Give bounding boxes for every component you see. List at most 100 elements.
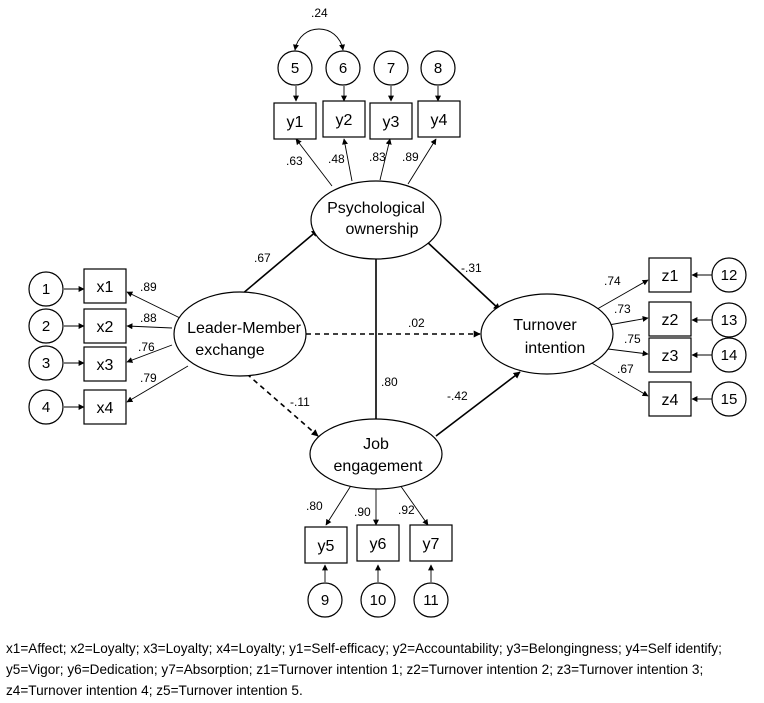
load-x4 [126,365,189,403]
error-label-4: 4 [42,399,50,416]
path-job-turn [435,371,521,437]
box-y6 [356,524,400,562]
indicator-labels: y1 y2 y3 y4 x1 x2 x3 x4 z1 z2 z3 z4 y5 y… [97,112,679,555]
error-label-11: 11 [423,592,439,609]
latent-label-psy-1: Psychological [327,200,425,217]
error-8 [420,50,456,86]
error-label-14: 14 [721,347,738,364]
coef-job-turn: -.42 [447,389,468,403]
coef-psy-job: .80 [381,375,398,389]
error-3 [28,345,64,381]
box-x1 [83,268,127,304]
label-y3: y3 [383,114,400,131]
label-x1: x1 [97,279,114,296]
latent-variables [173,180,614,490]
error-label-9: 9 [321,592,329,609]
coef-x2: .88 [140,311,157,325]
label-z4: z4 [662,392,679,409]
box-y5 [304,526,348,564]
error-15 [711,381,747,417]
error-labels: 1 2 3 4 5 6 7 8 9 10 11 12 13 14 15 [42,60,738,609]
coef-x4: .79 [140,371,157,385]
coef-y6: .90 [354,505,371,519]
error-label-6: 6 [339,60,347,77]
error-10 [360,582,396,618]
coef-y4: .89 [402,150,419,164]
path-psy-turn [424,239,501,311]
load-z1 [591,279,649,313]
error-label-2: 2 [42,318,50,335]
box-y3 [369,102,413,140]
load-y1 [295,138,333,187]
label-z3: z3 [662,348,679,365]
coef-z3: .75 [624,332,641,346]
error-label-15: 15 [721,391,738,408]
label-y7: y7 [423,536,440,553]
box-z4 [648,381,692,417]
error-6 [325,50,361,86]
latent-label-job-1: Job [363,436,389,453]
label-x2: x2 [97,319,114,336]
load-x3 [126,344,173,363]
label-y2: y2 [336,112,353,129]
load-y3 [379,138,392,181]
error-12 [711,257,747,293]
coef-psy-turn: -.31 [461,261,482,275]
coef-z4: .67 [617,362,634,376]
label-y1: y1 [287,114,304,131]
label-z1: z1 [662,268,679,285]
latent-label-psy-2: ownership [346,221,419,238]
error-label-1: 1 [42,281,50,298]
error-9 [307,582,343,618]
coef-cov-5-6: .24 [311,6,328,20]
coef-y3: .83 [369,150,386,164]
latent-label-lmx-1: Leader-Member [187,320,302,337]
error-4 [28,389,64,425]
error-label-10: 10 [370,592,387,609]
coef-x3: .76 [138,340,155,354]
latent-label-turn-2: intention [525,340,586,357]
coef-y2: .48 [328,152,345,166]
coef-lmx-psy: .67 [254,251,271,265]
box-z1 [648,257,692,293]
coef-z1: .74 [604,274,621,288]
error-label-12: 12 [721,267,738,284]
latent-label-turn-1: Turnover [513,317,577,334]
error-label-3: 3 [42,355,50,372]
box-y1 [273,102,317,140]
box-x2 [83,308,127,344]
latent-label-lmx-2: exchange [195,342,264,359]
error-2 [28,308,64,344]
latent-labels: Psychological ownership Leader-Member ex… [187,200,585,475]
latent-label-job-2: engagement [334,458,424,475]
coef-lmx-job: -.11 [290,395,310,409]
box-y7 [409,524,453,562]
sem-path-diagram: Psychological ownership Leader-Member ex… [28,6,747,618]
structural-paths [234,229,521,437]
error-14 [711,337,747,373]
error-paths [64,28,712,582]
error-label-5: 5 [291,60,299,77]
load-y4 [407,138,437,185]
load-z4 [589,361,649,397]
label-x4: x4 [97,400,114,417]
coef-y5: .80 [306,499,323,513]
coef-y1: .63 [286,154,303,168]
box-x3 [83,346,127,382]
latent-job-engagement [309,418,443,490]
indicator-boxes [83,100,692,564]
coef-y7: .92 [398,503,415,517]
error-circles [28,50,747,618]
error-label-13: 13 [721,312,738,329]
load-y5 [325,483,353,526]
error-1 [28,271,64,307]
load-y7 [399,484,429,526]
box-x4 [83,389,127,425]
load-y2 [342,138,353,182]
error-label-8: 8 [434,60,442,77]
load-x2 [126,323,173,330]
load-x1 [126,291,181,319]
error-7 [373,50,409,86]
box-y4 [417,100,461,138]
label-y4: y4 [431,112,448,129]
